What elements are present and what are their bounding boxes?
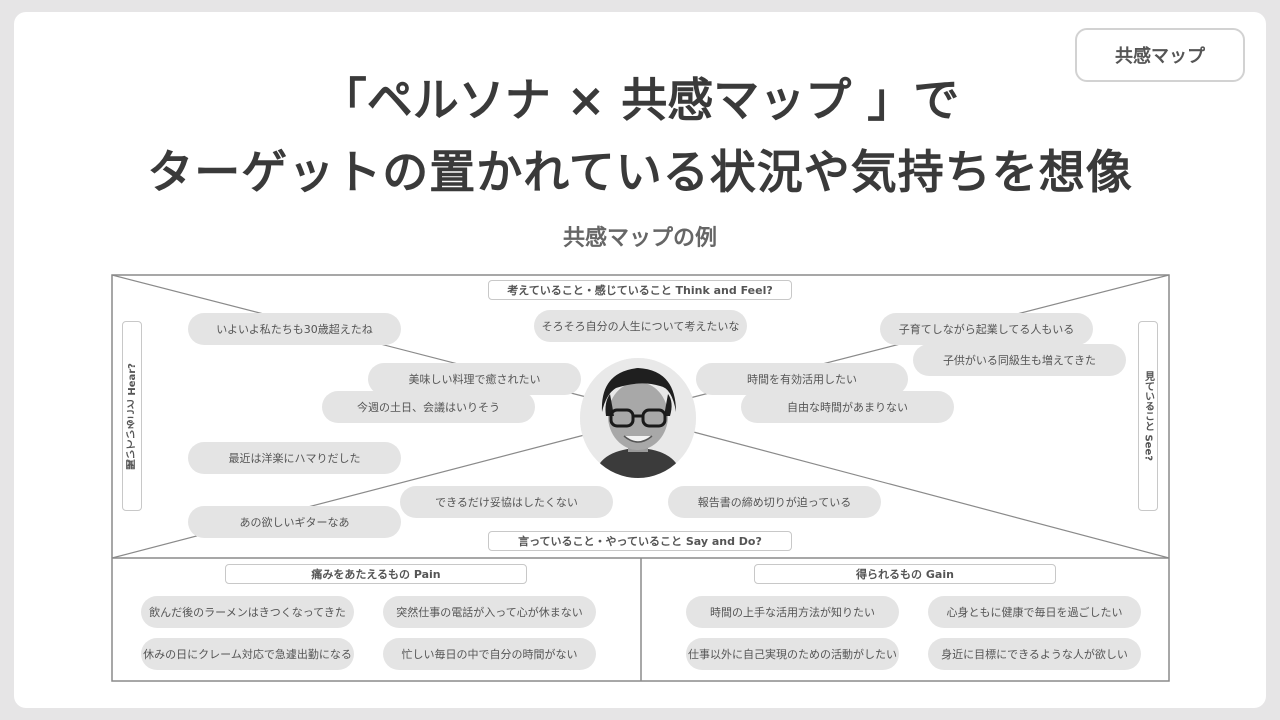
think-feel-label: 考えていること・感じていること Think and Feel? bbox=[488, 280, 792, 300]
say-do-label: 言っていること・やっていること Say and Do? bbox=[488, 531, 792, 551]
diagram-subtitle: 共感マップの例 bbox=[562, 226, 717, 251]
pain-note: 突然仕事の電話が入って心が休まない bbox=[383, 596, 596, 628]
topic-badge: 共感マップ bbox=[1075, 28, 1245, 82]
hear-note: 最近は洋楽にハマりだした bbox=[188, 442, 401, 474]
think-note: そろそろ自分の人生について考えたいな bbox=[534, 310, 747, 342]
hear-label: 聞いていること Hear? bbox=[122, 321, 142, 511]
see-note: 自由な時間があまりない bbox=[741, 391, 954, 423]
say-note: できるだけ妥協はしたくない bbox=[400, 486, 613, 518]
see-note: 子供がいる同級生も増えてきた bbox=[913, 344, 1126, 376]
persona-avatar bbox=[580, 358, 696, 478]
title-line-1: 「ペルソナ × 共感マップ 」で bbox=[320, 73, 960, 127]
title-line-2: ターゲットの置かれている状況や気持ちを想像 bbox=[147, 145, 1133, 199]
gain-label: 得られるもの Gain bbox=[754, 564, 1056, 584]
pain-label: 痛みをあたえるもの Pain bbox=[225, 564, 527, 584]
see-label: 見ていること See? bbox=[1138, 321, 1158, 511]
persona-face-icon bbox=[580, 358, 696, 478]
hear-note: 今週の土日、会議はいりそう bbox=[322, 391, 535, 423]
pain-note: 忙しい毎日の中で自分の時間がない bbox=[383, 638, 596, 670]
gain-note: 身近に目標にできるような人が欲しい bbox=[928, 638, 1141, 670]
say-note: 報告書の締め切りが迫っている bbox=[668, 486, 881, 518]
gain-note: 心身ともに健康で毎日を過ごしたい bbox=[928, 596, 1141, 628]
pain-note: 休みの日にクレーム対応で急遽出勤になる bbox=[141, 638, 354, 670]
hear-note: いよいよ私たちも30歳超えたね bbox=[188, 313, 401, 345]
think-note: 美味しい料理で癒されたい bbox=[368, 363, 581, 395]
gain-note: 仕事以外に自己実現のための活動がしたい bbox=[686, 638, 899, 670]
think-note: 時間を有効活用したい bbox=[696, 363, 908, 395]
pain-note: 飲んだ後のラーメンはきつくなってきた bbox=[141, 596, 354, 628]
hear-note: あの欲しいギターなあ bbox=[188, 506, 401, 538]
gain-note: 時間の上手な活用方法が知りたい bbox=[686, 596, 899, 628]
see-note: 子育てしながら起業してる人もいる bbox=[880, 313, 1093, 345]
